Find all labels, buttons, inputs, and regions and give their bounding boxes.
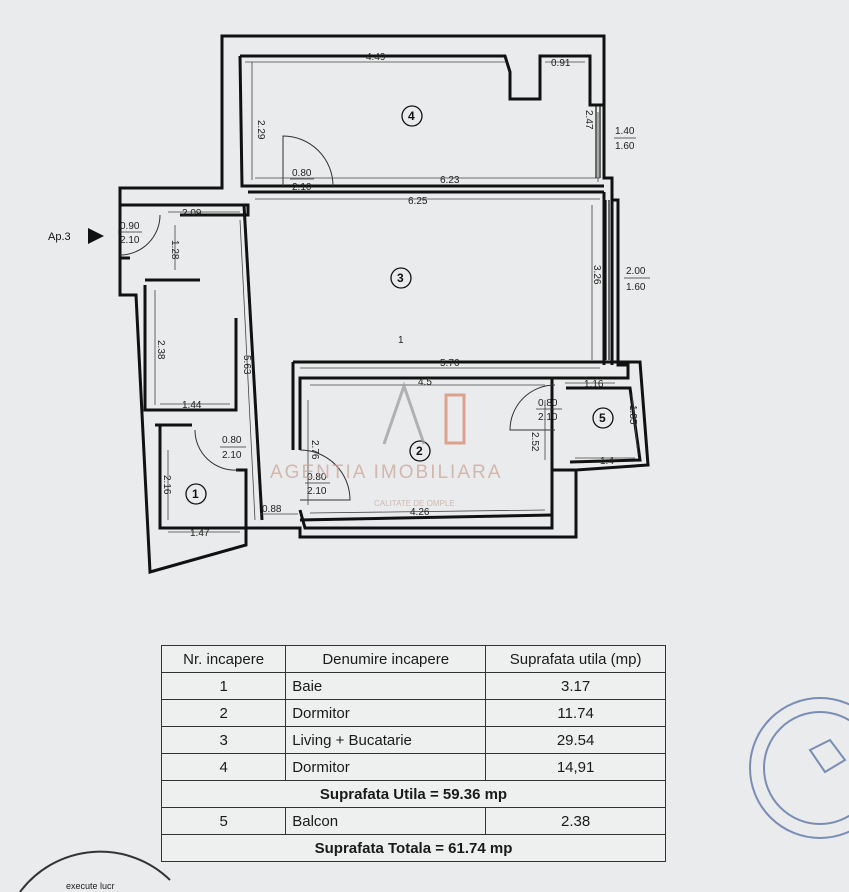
door-swings	[119, 135, 556, 501]
table-row: 1 Baie 3.17	[160, 672, 666, 700]
dim-entry-door-top: 0.90	[120, 221, 140, 232]
row-area: 14,91	[485, 753, 666, 781]
useful-total: Suprafata Utila = 59.36 mp	[161, 780, 666, 808]
watermark-subtext: CALITATE DE OMPLE	[374, 499, 455, 508]
grand-total: Suprafata Totala = 61.74 mp	[161, 834, 666, 862]
dim-r4-door-bottom: 2.10	[292, 182, 312, 193]
row-nr: 4	[160, 753, 287, 781]
table-row: 5 Balcon 2.38	[160, 807, 666, 835]
dimension-lines	[154, 61, 639, 533]
dim-r2-top: 4.5	[418, 377, 432, 388]
stamp-bottom-left: execute lucr	[19, 850, 171, 892]
dim-balcony-bottom: 1.4	[600, 456, 614, 467]
row-name: Dormitor	[285, 699, 487, 727]
table-row: 4 Dormitor 14,91	[160, 753, 666, 781]
room-2-number: 2	[416, 444, 423, 458]
header-name: Denumire incapere	[285, 645, 487, 673]
dim-entry-door-bottom: 2.10	[120, 235, 140, 246]
dim-r3-bottom: 5.76	[440, 358, 460, 369]
room-1-number: 1	[192, 487, 199, 501]
row-area: 3.17	[485, 672, 666, 700]
dim-r3-left: 5.63	[241, 355, 252, 375]
room-3-number: 3	[397, 271, 404, 285]
table-header-row: Nr. incapere Denumire incapere Suprafata…	[160, 645, 666, 673]
dim-hall-small: 1.28	[169, 240, 180, 260]
stamp-bottom-left-text: execute lucr	[66, 881, 115, 891]
dim-corridor-left: 2.38	[155, 340, 166, 360]
room-5-number: 5	[599, 411, 606, 425]
dim-r3-window-top: 2.00	[626, 266, 646, 277]
row-nr: 2	[160, 699, 287, 727]
dim-r4-top: 4.49	[366, 52, 386, 63]
entrance-arrow-icon	[88, 228, 104, 244]
dim-r3-top: 6.25	[408, 196, 428, 207]
dim-r4-top-right: 0.91	[551, 58, 571, 69]
row-nr: 5	[160, 807, 287, 835]
dim-r4-right: 2.47	[583, 110, 594, 130]
row-name: Living + Bucatarie	[285, 726, 487, 754]
header-nr: Nr. incapere	[160, 645, 287, 673]
dim-center-mark: 1	[398, 335, 404, 346]
dim-balcony-right: 1.85	[627, 405, 638, 425]
dim-bath-door-bottom: 2.10	[222, 450, 242, 461]
dim-balcony-top: 1.16	[584, 379, 604, 390]
row-nr: 1	[160, 672, 287, 700]
dim-bath-door-top: 0.80	[222, 435, 242, 446]
window-marks	[595, 105, 610, 360]
row-nr: 3	[160, 726, 287, 754]
room-4-number: 4	[408, 109, 415, 123]
dim-r4-bottom: 6.23	[440, 175, 460, 186]
stamp-right	[749, 697, 849, 839]
dim-r4-window-bottom: 1.60	[615, 141, 635, 152]
dim-r2-door-bottom: 2.10	[307, 486, 327, 497]
dim-r2-right: 2.52	[529, 432, 540, 452]
room-area-table: Nr. incapere Denumire incapere Suprafata…	[160, 645, 666, 862]
row-area: 2.38	[485, 807, 666, 835]
watermark-text: AGENTIA IMOBILIARA	[270, 462, 502, 483]
dim-r2-left: 2.76	[309, 440, 320, 460]
header-area: Suprafata utila (mp)	[485, 645, 666, 673]
dim-corridor-bottom: 1.44	[182, 400, 202, 411]
row-name: Dormitor	[285, 753, 487, 781]
dim-bath-bottom: 1.47	[190, 528, 210, 539]
row-name: Balcon	[285, 807, 487, 835]
dim-r4-window-top: 1.40	[615, 126, 635, 137]
room-markers: 4 3 2 5 1	[185, 105, 614, 505]
dim-r3-window-bottom: 1.60	[626, 282, 646, 293]
row-name: Baie	[285, 672, 487, 700]
dim-bath-left: 2.16	[161, 475, 172, 495]
grand-total-row: Suprafata Totala = 61.74 mp	[161, 834, 666, 862]
dim-r2-door-top: 0.80	[307, 472, 327, 483]
useful-total-row: Suprafata Utila = 59.36 mp	[161, 780, 666, 808]
row-area: 29.54	[485, 726, 666, 754]
dim-r3-right: 3.26	[591, 265, 602, 285]
dim-r4-door-top: 0.80	[292, 168, 312, 179]
dim-r2-bottom: 4.26	[410, 507, 430, 518]
entrance-label: Ap.3	[48, 231, 71, 243]
row-area: 11.74	[485, 699, 666, 727]
table-row: 2 Dormitor 11.74	[160, 699, 666, 727]
table-row: 3 Living + Bucatarie 29.54	[160, 726, 666, 754]
dim-hall-bottom: 0.88	[262, 504, 282, 515]
watermark-logo: AGENTIA IMOBILIARA CALITATE DE OMPLE	[270, 381, 502, 508]
dim-r4-left: 2.29	[255, 120, 266, 140]
walls	[118, 34, 650, 574]
dim-hall-top: 2.09	[182, 208, 202, 219]
dimension-labels: 4.49 0.91 2.29 2.47 1.40 1.60 0.80 2.10 …	[118, 52, 650, 539]
dim-balcony-door-bottom: 2.10	[538, 412, 558, 423]
dim-balcony-door-top: 0.80	[538, 398, 558, 409]
